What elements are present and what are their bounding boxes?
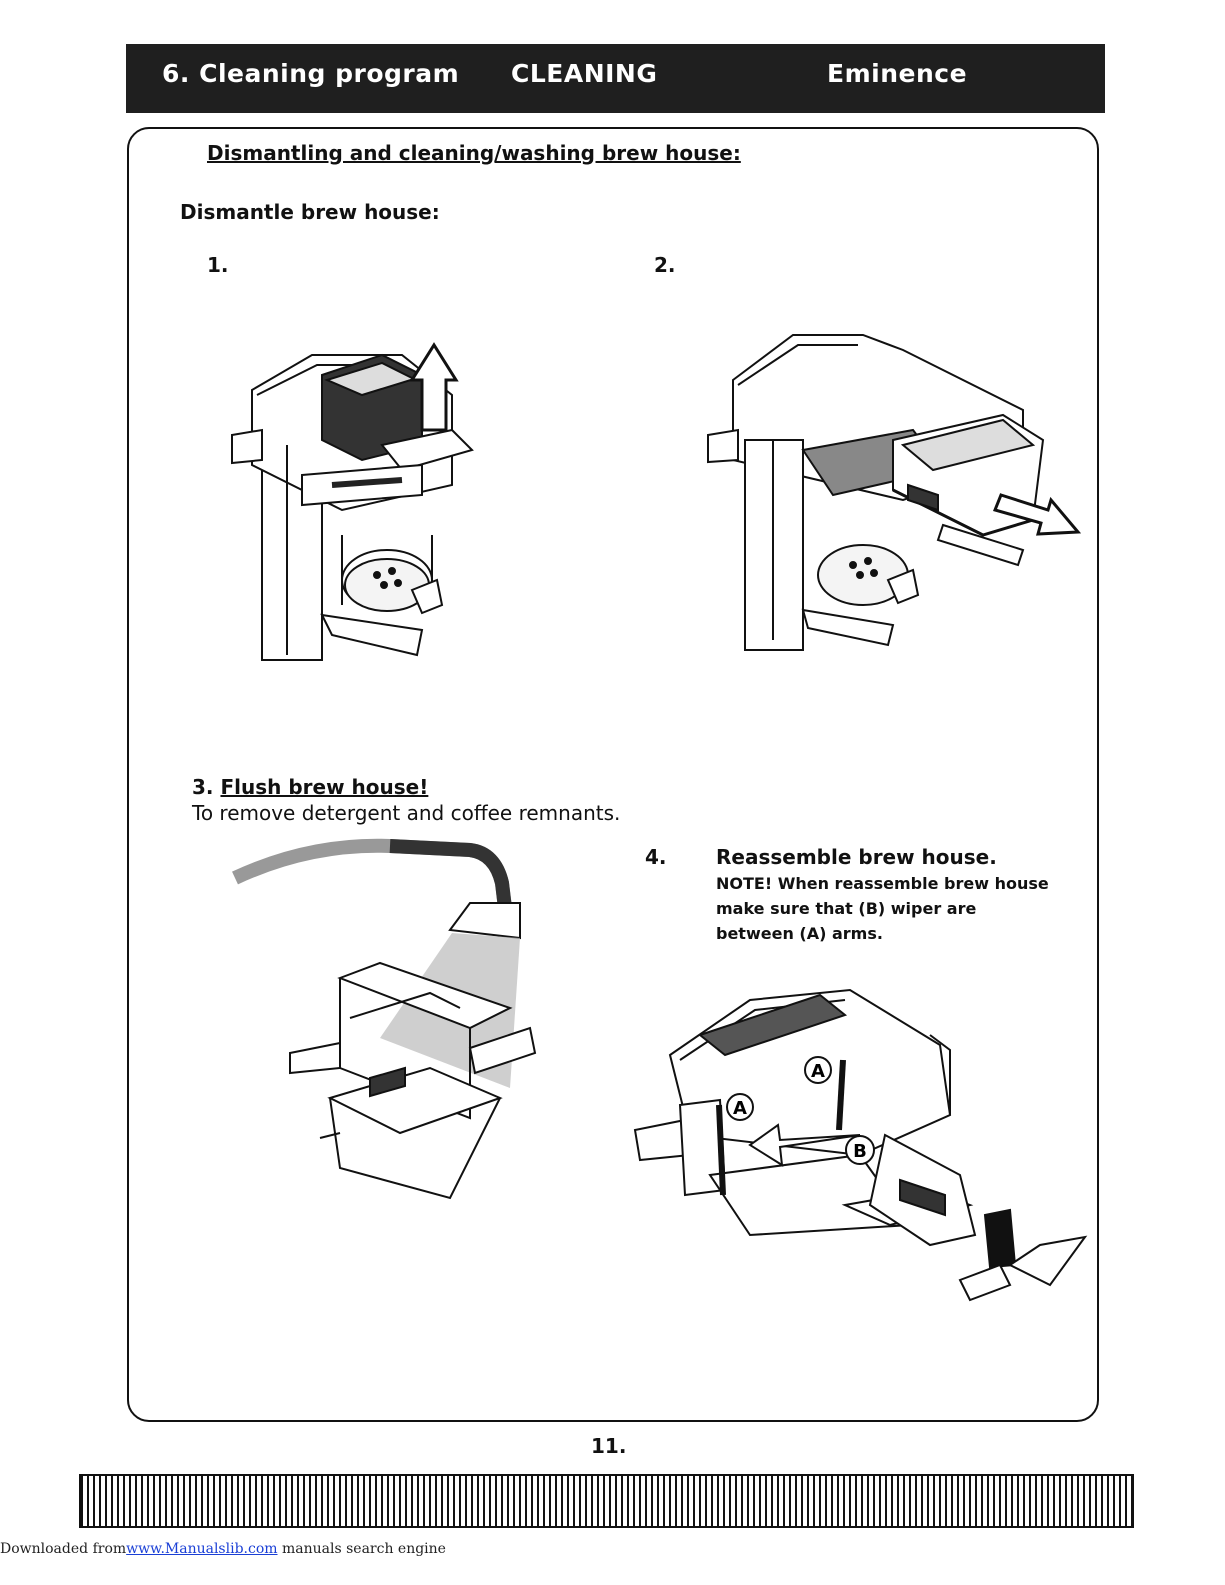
step4-note-line1: NOTE! When reassemble brew house	[716, 874, 1049, 893]
figure-step4-reassemble: A A B	[630, 975, 1090, 1310]
download-prefix: Downloaded from	[0, 1541, 127, 1557]
label-a-left: A	[733, 1098, 747, 1119]
page-header: 6. Cleaning program CLEANING Eminence	[126, 44, 1105, 113]
figure-step3-flush	[230, 838, 550, 1208]
figure-step1-brew-house	[222, 335, 497, 665]
step1-number: 1.	[207, 253, 229, 277]
subsection-title: Dismantle brew house:	[180, 200, 440, 224]
label-a-right: A	[811, 1061, 825, 1082]
download-credit: Downloaded fromwww.Manualslib.com manual…	[0, 1541, 446, 1557]
header-category: CLEANING	[511, 59, 658, 88]
label-b: B	[853, 1141, 867, 1162]
step4-title: Reassemble brew house.	[716, 845, 997, 869]
header-section: 6. Cleaning program	[162, 59, 460, 88]
step3-title: Flush brew house!	[220, 775, 429, 799]
page-number: 11.	[591, 1434, 627, 1458]
step4-note-line2: make sure that (B) wiper are	[716, 899, 977, 918]
download-suffix: manuals search engine	[281, 1541, 446, 1557]
step3-text: To remove detergent and coffee remnants.	[192, 801, 621, 825]
manualslib-link[interactable]: www.Manualslib.com	[126, 1541, 278, 1557]
figure-step2-brew-house	[703, 320, 1081, 660]
step3-number: 3.	[192, 775, 214, 799]
content-frame	[127, 127, 1099, 1422]
step2-number: 2.	[654, 253, 676, 277]
header-model: Eminence	[827, 59, 968, 88]
step4-note-line3: between (A) arms.	[716, 924, 883, 943]
step4-number: 4.	[645, 845, 667, 869]
footer-stripe-bar	[79, 1474, 1134, 1528]
step3-heading: 3. Flush brew house!	[192, 775, 428, 799]
section-title: Dismantling and cleaning/washing brew ho…	[207, 141, 741, 165]
